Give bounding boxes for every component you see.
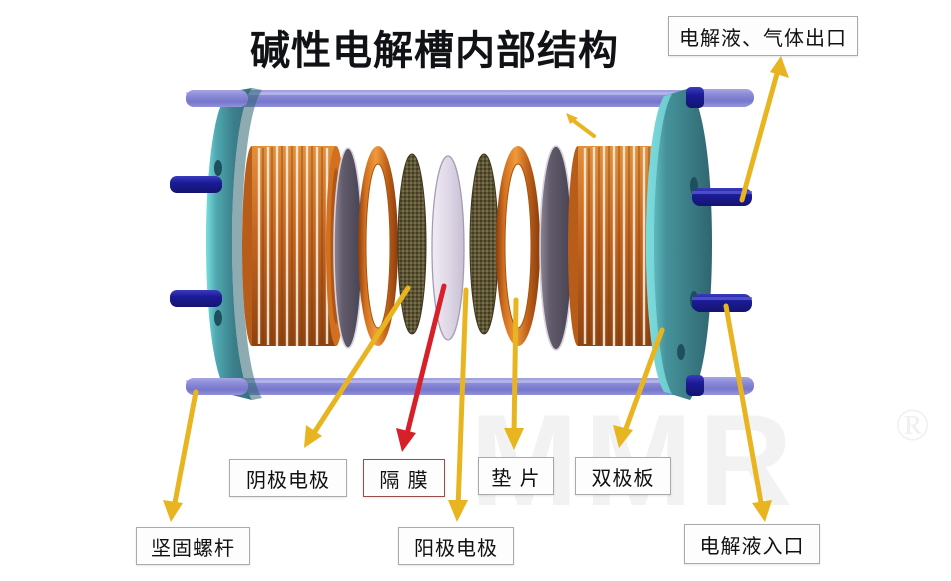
label-gasket: 垫 片 <box>478 457 554 495</box>
label-bipolar-plate: 双极板 <box>575 457 671 495</box>
tie-rod-end-top-right <box>686 87 754 108</box>
label-anode-electrode: 阳极电极 <box>398 527 514 565</box>
bipolar-plate-2 <box>539 145 573 351</box>
arrow-inlet <box>723 303 772 522</box>
label-tie-rod: 坚固螺杆 <box>136 527 250 565</box>
arrow-tie-rod <box>163 389 199 522</box>
port-right-upper-outlet <box>692 188 752 206</box>
end-flange-right <box>646 88 712 400</box>
tie-rod-end-bottom-left <box>186 378 248 395</box>
diaphragm-membrane <box>431 155 465 341</box>
port-right-lower-inlet <box>692 294 752 312</box>
bipolar-plate-1 <box>333 147 363 349</box>
cathode-electrode-mesh <box>397 153 427 335</box>
bipolar-plate-stack-left <box>242 146 346 346</box>
anode-electrode-mesh <box>469 153 499 335</box>
tie-rod-top <box>186 90 752 107</box>
gasket-ring-1 <box>358 146 398 346</box>
watermark-registered-icon: ® <box>895 399 930 450</box>
port-left-upper <box>170 176 222 193</box>
label-diaphragm-membrane: 隔 膜 <box>363 459 445 497</box>
label-electrolyte-inlet: 电解液入口 <box>684 524 820 564</box>
gasket-ring-2 <box>496 146 540 346</box>
end-flange-left <box>206 88 262 400</box>
tie-rod-end-top-left <box>186 90 248 107</box>
page-title: 碱性电解槽内部结构 <box>250 28 619 74</box>
label-cathode-electrode: 阴极电极 <box>229 459 347 497</box>
arrow-outlet-inner <box>566 113 596 138</box>
tie-rod-end-bottom-right <box>686 375 754 396</box>
label-electrolyte-gas-outlet: 电解液、气体出口 <box>668 16 858 56</box>
port-left-lower <box>170 290 222 307</box>
arrow-outlet <box>739 56 789 203</box>
